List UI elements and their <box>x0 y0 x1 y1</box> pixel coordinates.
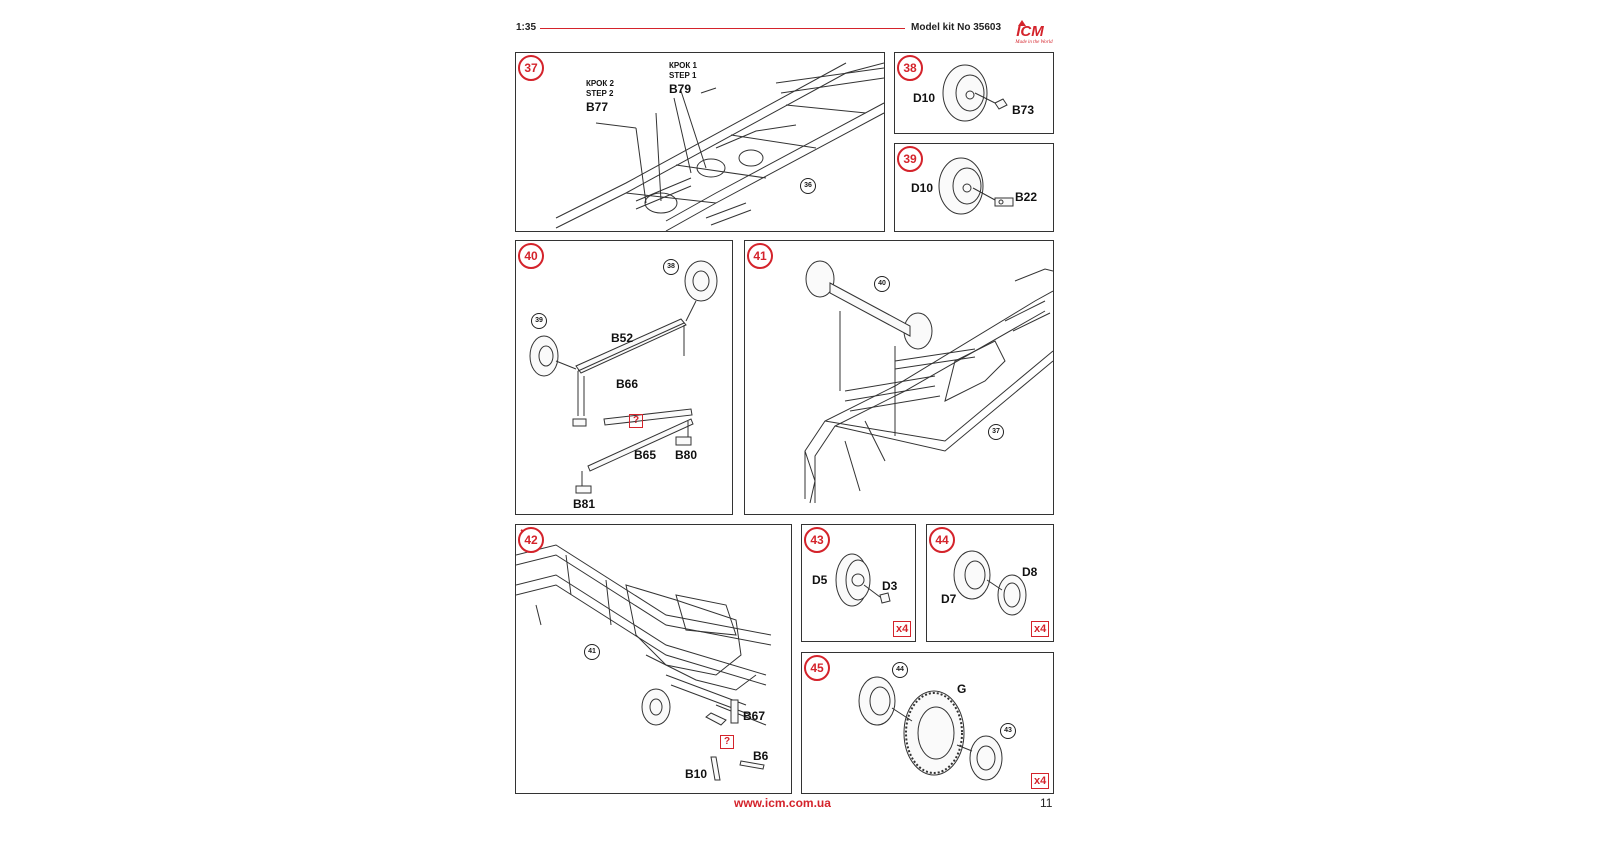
step-43-illustration <box>835 553 891 607</box>
step-45-number: 45 <box>804 655 830 681</box>
part-D10-label: D10 <box>911 181 934 195</box>
ref-44-marker: 44 <box>892 662 908 678</box>
quantity-badge: x4 <box>1031 621 1050 637</box>
page-number: 11 <box>1040 796 1053 810</box>
step-37-panel: 37 КРОК 2 STEP 2 B77 КРОК 1 STEP 1 B79 3… <box>515 52 885 232</box>
part-G-label: G <box>957 682 967 696</box>
step-2-ua-label: КРОК 2 <box>586 79 614 88</box>
ref-38-marker: 38 <box>663 259 679 275</box>
step-39-panel: 39 D10 B22 <box>894 143 1054 232</box>
part-D8-label: D8 <box>1022 565 1038 579</box>
svg-text:Made in the World: Made in the World <box>1014 40 1053 44</box>
part-B66-label: B66 <box>616 377 639 391</box>
step-38-panel: 38 D10 B73 <box>894 52 1054 134</box>
step-41-number: 41 <box>747 243 773 269</box>
step-40-number: 40 <box>518 243 544 269</box>
step-39-number: 39 <box>897 146 923 172</box>
step-43-number: 43 <box>804 527 830 553</box>
part-D10-label: D10 <box>913 91 936 105</box>
step-41-illustration <box>804 260 1053 504</box>
question-box: ? <box>629 414 643 428</box>
ref-43-marker: 43 <box>1000 723 1016 739</box>
ref-41-marker: 41 <box>584 644 600 660</box>
part-D3-label: D3 <box>882 579 898 593</box>
part-B67-label: B67 <box>743 709 766 723</box>
ref-36-marker: 36 <box>800 178 816 194</box>
step-42-panel: 42 41 B67 ? B6 B10 <box>515 524 792 794</box>
icm-logo: ICM Made in the World <box>1004 18 1056 45</box>
quantity-badge: x4 <box>1031 773 1050 789</box>
step-38-number: 38 <box>897 55 923 81</box>
scale-label: 1:35 <box>516 22 537 33</box>
question-box: ? <box>720 735 734 749</box>
step-39-illustration <box>938 157 1014 215</box>
step-45-panel: 45 44 G 43 x4 <box>801 652 1054 794</box>
part-B10-label: B10 <box>685 767 708 781</box>
part-D7-label: D7 <box>941 592 957 606</box>
part-B6-label: B6 <box>753 749 769 763</box>
part-B80-label: B80 <box>675 448 698 462</box>
part-B65-label: B65 <box>634 448 657 462</box>
step-40-panel: 40 38 39 B52 B66 ? B65 B80 B81 <box>515 240 733 515</box>
step-41-panel: 41 40 37 <box>744 240 1054 515</box>
part-B79-label: B79 <box>669 82 692 96</box>
step-40-illustration <box>529 260 718 494</box>
step-42-number: 42 <box>518 527 544 553</box>
ref-40-marker: 40 <box>874 276 890 292</box>
part-B77-label: B77 <box>586 100 609 114</box>
step-44-panel: 44 D8 D7 x4 <box>926 524 1054 642</box>
step-43-panel: 43 D5 D3 x4 <box>801 524 916 642</box>
part-B52-label: B52 <box>611 331 634 345</box>
header-rule <box>540 28 905 29</box>
step-1-en-label: STEP 1 <box>669 71 697 80</box>
step-44-number: 44 <box>929 527 955 553</box>
step-42-illustration <box>516 529 772 781</box>
step-44-illustration <box>953 550 1027 616</box>
svg-text:ICM: ICM <box>1016 23 1044 40</box>
ref-39-marker: 39 <box>531 313 547 329</box>
step-45-illustration <box>858 676 1003 781</box>
part-B81-label: B81 <box>573 497 596 511</box>
step-37-illustration <box>555 62 884 231</box>
step-1-ua-label: КРОК 1 <box>669 61 697 70</box>
model-kit-label: Model kit No 35603 <box>911 22 1002 33</box>
step-38-illustration <box>942 64 1008 122</box>
quantity-badge: x4 <box>893 621 912 637</box>
step-37-number: 37 <box>518 55 544 81</box>
part-B22-label: B22 <box>1015 190 1038 204</box>
part-B73-label: B73 <box>1012 103 1035 117</box>
ref-37-marker: 37 <box>988 424 1004 440</box>
step-2-en-label: STEP 2 <box>586 89 614 98</box>
part-D5-label: D5 <box>812 573 828 587</box>
website-link[interactable]: www.icm.com.ua <box>734 796 831 810</box>
